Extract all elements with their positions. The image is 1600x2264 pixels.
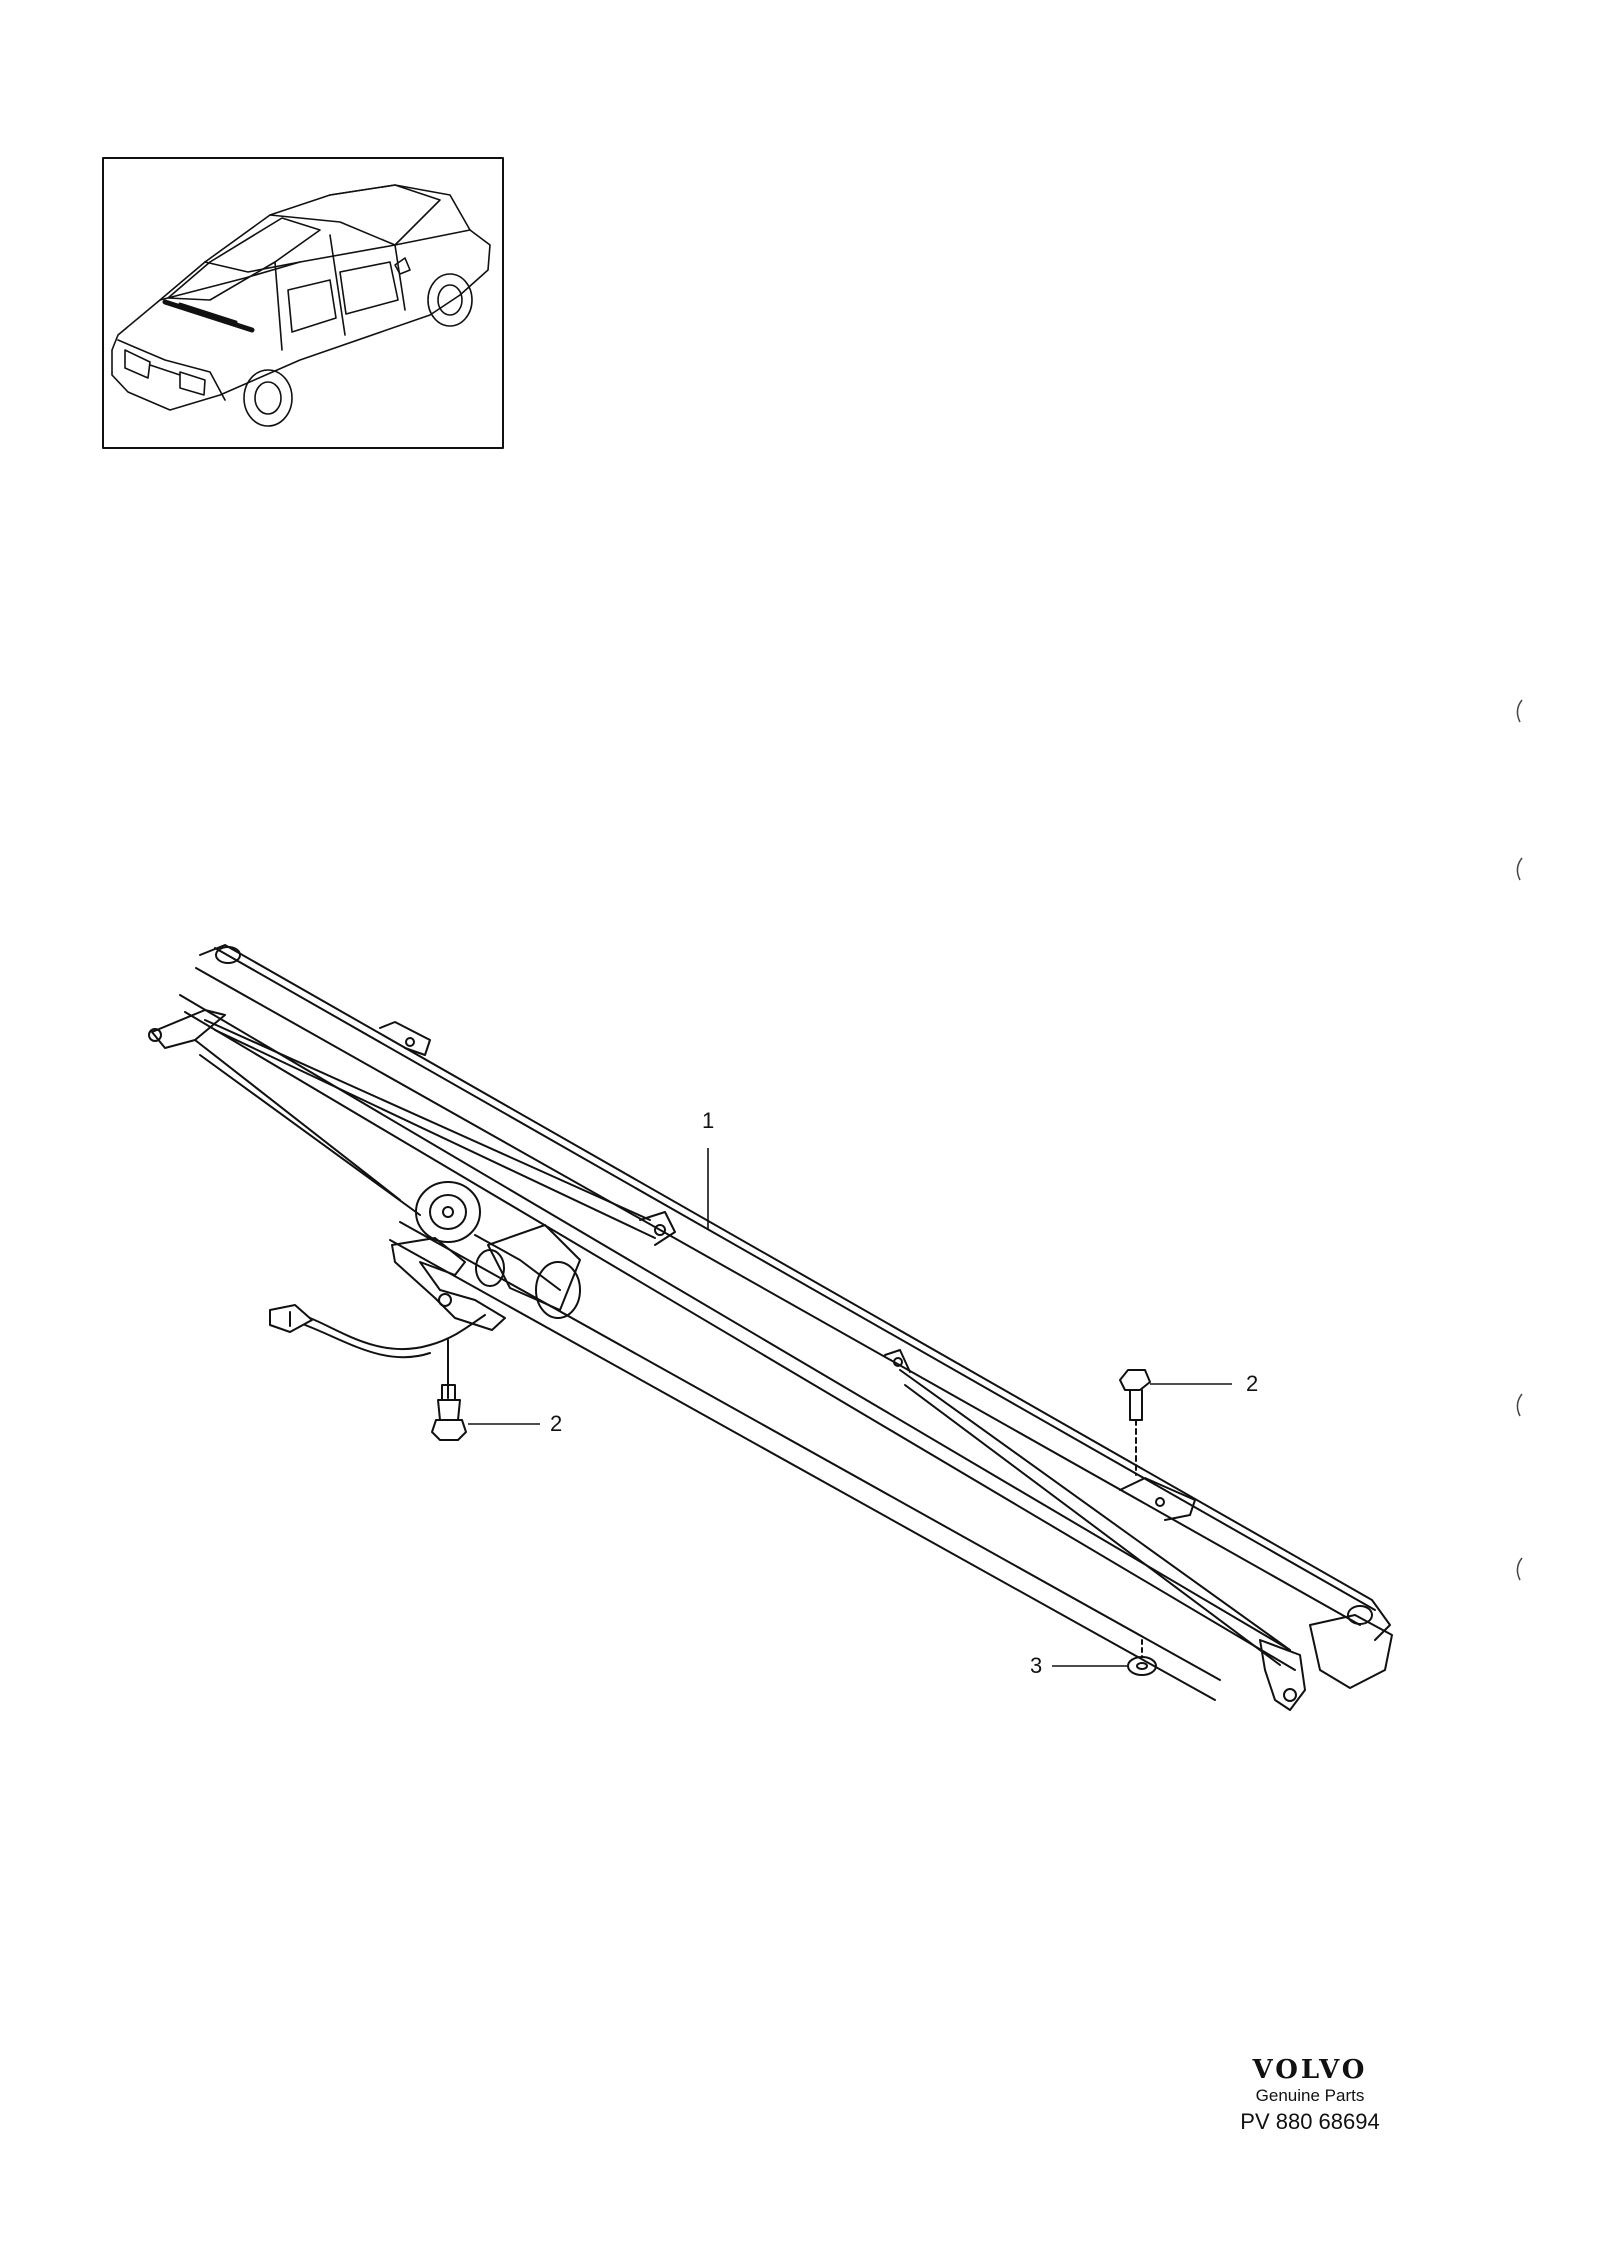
callout-2-right: 2 [1246,1371,1259,1396]
washer [1127,1639,1157,1676]
margin-marks [1516,699,1523,1581]
callout-1: 1 [702,1108,715,1133]
brand-block: VOLVO Genuine Parts PV 880 68694 [1180,2055,1440,2137]
bolt-left [431,1339,467,1441]
leader-lines [468,1148,1232,1667]
brand-logo: VOLVO [1252,2055,1368,2085]
motor-plate [391,1237,506,1331]
main-tube [179,994,1291,1651]
brand-tagline: Genuine Parts [1255,2086,1365,2105]
car-thumbnail [102,157,504,449]
cover-rail [199,944,1391,1641]
connector-cable [269,1304,486,1359]
callout-2-left: 2 [550,1411,563,1436]
wiper-assembly [148,944,1393,1711]
bolt-right [1119,1369,1151,1476]
wiper-motor [415,1181,581,1319]
part-diagram-code: PV 880 68694 [1240,2109,1380,2134]
callout-3: 3 [1030,1653,1043,1678]
left-linkage [151,1009,226,1049]
